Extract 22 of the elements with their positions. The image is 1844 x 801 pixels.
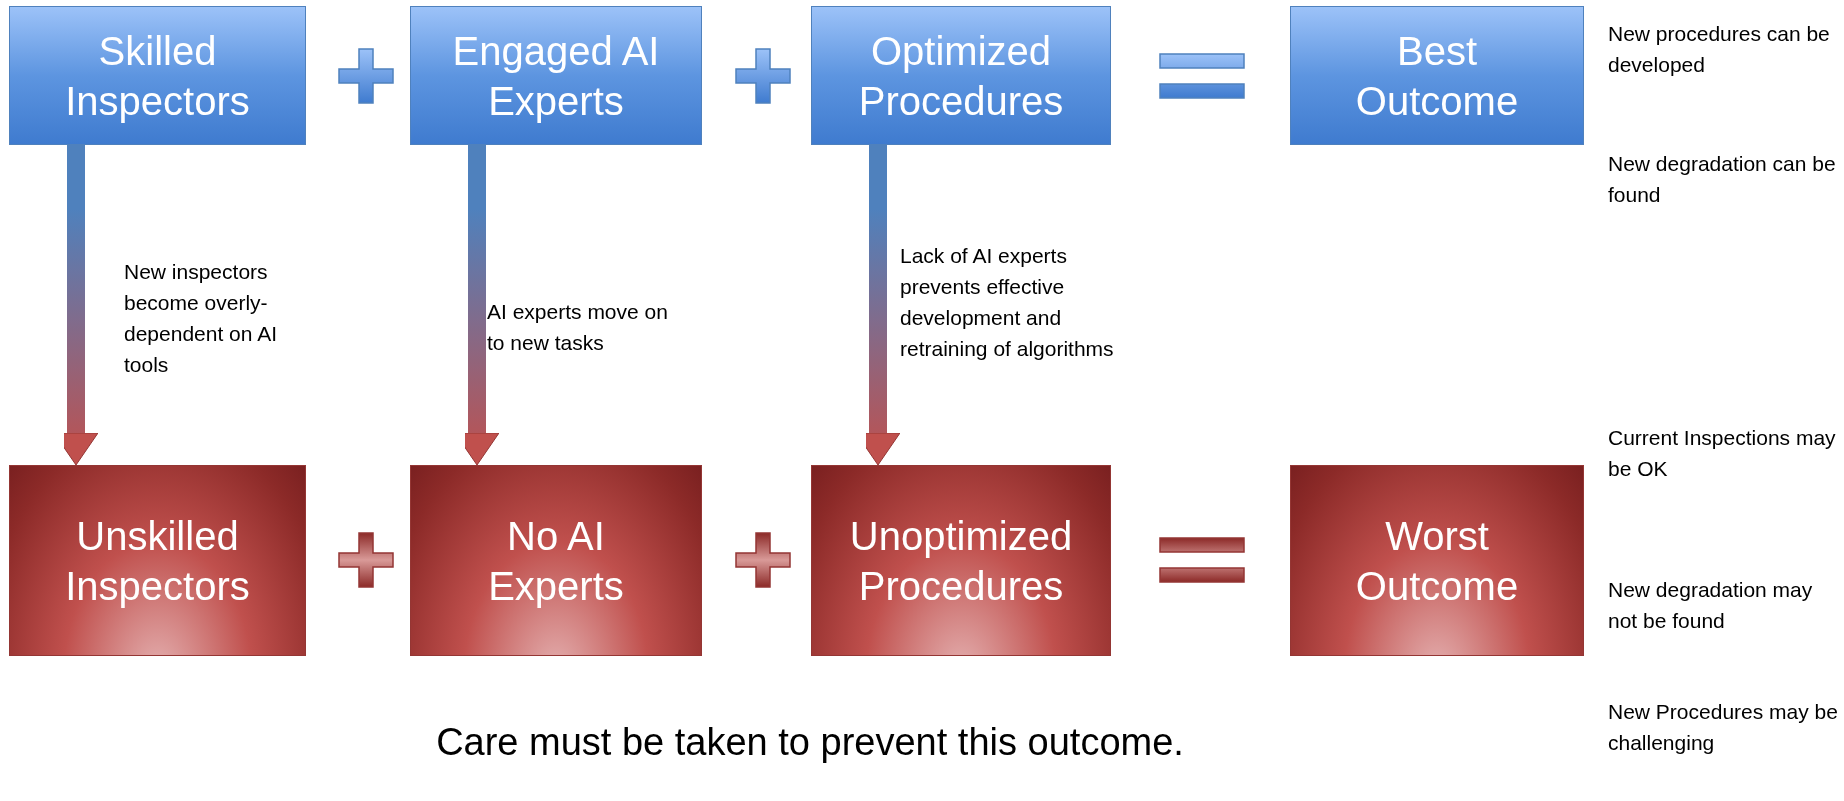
outcome-box	[811, 6, 1111, 145]
outcome-box	[1290, 465, 1584, 656]
side-note: New degradation may not be found	[1608, 577, 1814, 634]
box-title: Engaged AI Experts	[451, 27, 661, 125]
side-note: New procedures can be developed	[1608, 21, 1831, 78]
box-title: No AI Experts	[487, 512, 625, 610]
outcome-box	[410, 6, 702, 145]
box-title: Unskilled Inspectors	[64, 512, 251, 610]
outcome-box	[1290, 6, 1584, 145]
caption: Care must be taken to prevent this outcome.	[435, 720, 1185, 765]
outcome-box	[9, 6, 306, 145]
side-note: New degradation can be found	[1608, 151, 1837, 208]
box-title: Optimized Procedures	[857, 27, 1065, 125]
outcome-box	[9, 465, 306, 656]
box-title: Skilled Inspectors	[64, 27, 251, 125]
side-note: New Procedures may be challenging	[1608, 699, 1839, 756]
box-title: Unoptimized Procedures	[848, 512, 1074, 610]
outcome-box	[811, 465, 1111, 656]
outcome-box	[410, 465, 702, 656]
side-note: Current Inspections may be OK	[1608, 425, 1837, 482]
box-title: Best Outcome	[1354, 27, 1520, 125]
box-title: Worst Outcome	[1354, 512, 1520, 610]
